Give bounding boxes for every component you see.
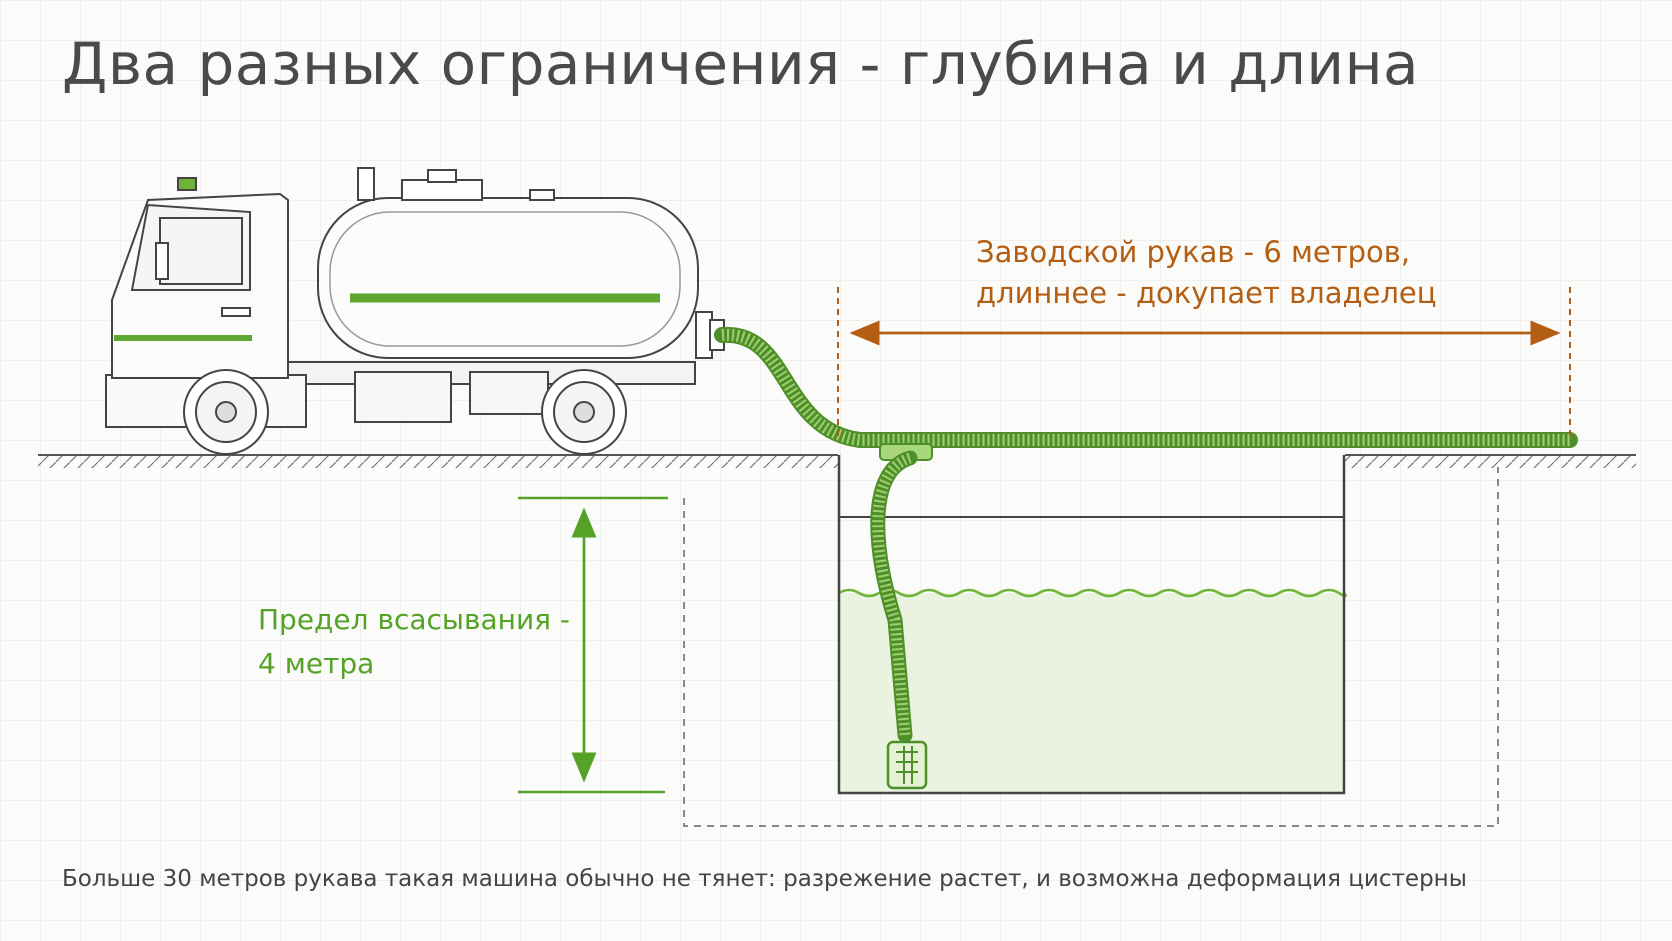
suction-hose: [714, 326, 1578, 790]
footer-note: Больше 30 метров рукава такая машина обы…: [62, 866, 1467, 892]
suction-depth-label-line1: Предел всасывания -: [258, 603, 571, 636]
suction-depth-label: Предел всасывания - 4 метра: [258, 598, 570, 686]
hose-length-label-line2: длиннее - докупает владелец: [976, 276, 1437, 310]
suction-depth-label-line2: 4 метра: [258, 647, 375, 680]
page-title: Два разных ограничения - глубина и длина: [62, 30, 1420, 98]
ground: [38, 454, 1636, 468]
suction-depth-dimension: [518, 496, 668, 794]
septic-tank: [683, 455, 1499, 827]
hose-length-label-line1: Заводской рукав - 6 метров,: [976, 235, 1411, 269]
hose-length-dimension: [837, 287, 1571, 440]
hose-length-label: Заводской рукав - 6 метров, длиннее - до…: [976, 232, 1437, 314]
vacuum-truck: [105, 167, 725, 455]
